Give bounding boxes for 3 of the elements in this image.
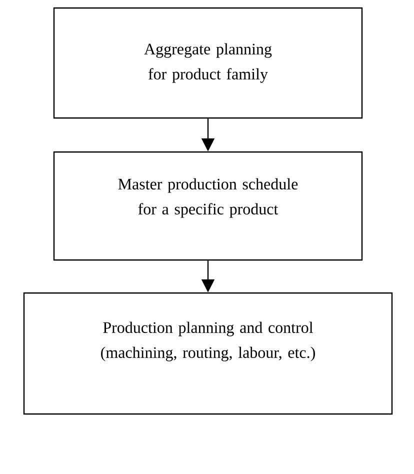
process-box: Master production schedule for a specific product bbox=[53, 151, 363, 261]
process-box: Aggregate planning for product family bbox=[53, 7, 363, 119]
process-box: Production planning and control (machining, routing, labour, etc.) bbox=[23, 292, 393, 415]
